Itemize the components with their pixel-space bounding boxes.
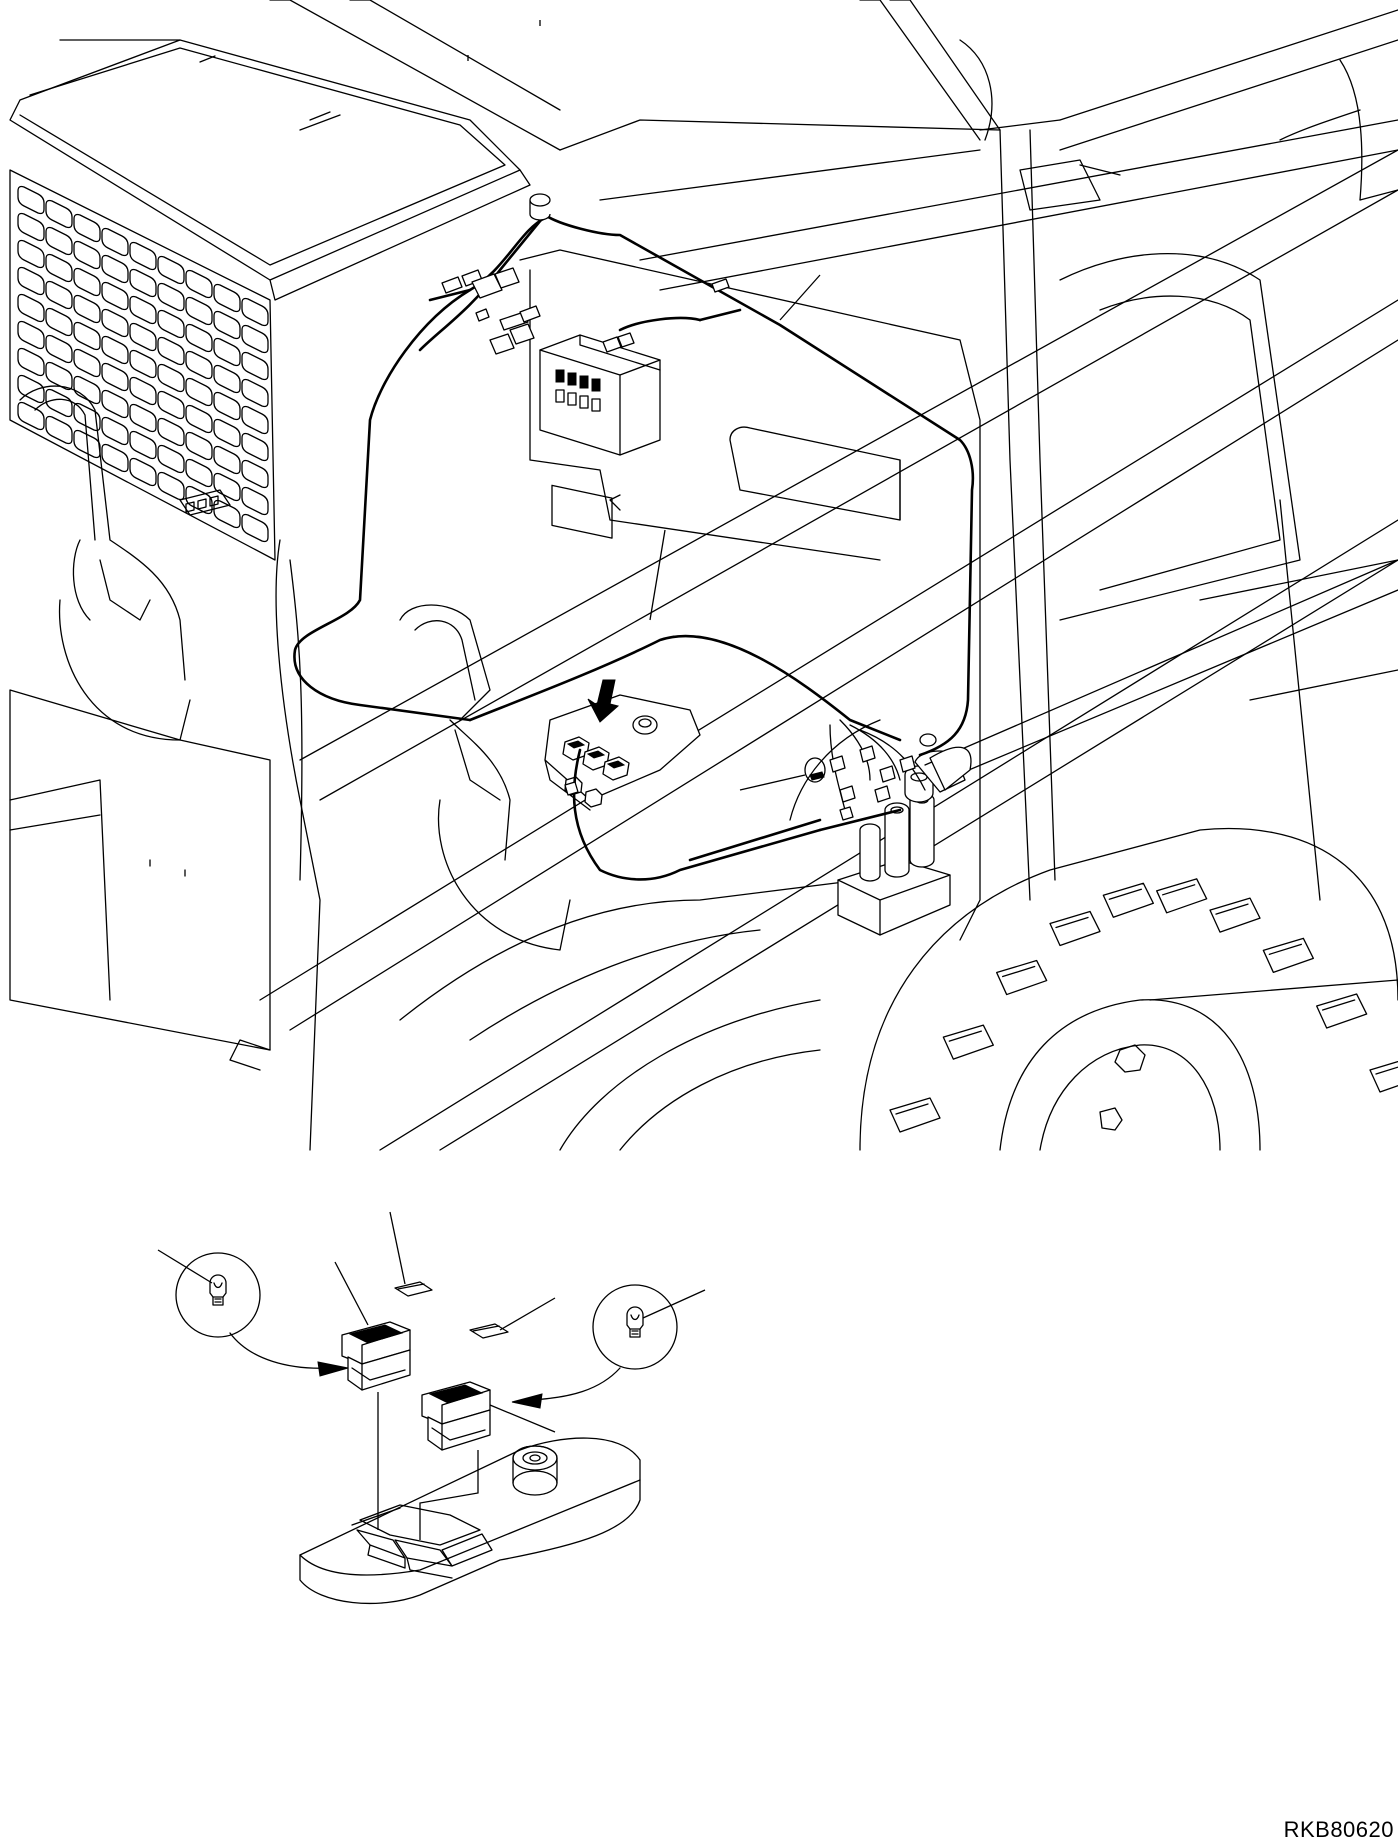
upper-leader-lines bbox=[468, 20, 820, 790]
drawing-code: RKB80620 bbox=[1283, 1817, 1394, 1842]
switch-console-lower bbox=[300, 1392, 640, 1603]
valve-block bbox=[838, 560, 1398, 935]
bulb-detail-left bbox=[158, 1250, 348, 1376]
roof-panel bbox=[10, 40, 530, 300]
rocker-switch-a bbox=[342, 1322, 410, 1390]
upper-assembly-view bbox=[10, 0, 1398, 1150]
lower-body bbox=[10, 540, 880, 1150]
switch-detail-view bbox=[158, 1212, 705, 1603]
bulb-detail-right bbox=[512, 1285, 705, 1408]
left-joystick bbox=[20, 386, 230, 740]
switch-console-upper bbox=[545, 680, 700, 810]
cab-frame bbox=[260, 0, 1398, 1150]
switch-plates bbox=[335, 1212, 555, 1432]
wheel bbox=[860, 829, 1398, 1150]
rear-grille bbox=[10, 170, 275, 560]
controller-box bbox=[540, 335, 660, 538]
rocker-switch-b bbox=[422, 1382, 490, 1450]
right-joystick bbox=[400, 605, 570, 950]
harness-connectors bbox=[442, 194, 971, 820]
